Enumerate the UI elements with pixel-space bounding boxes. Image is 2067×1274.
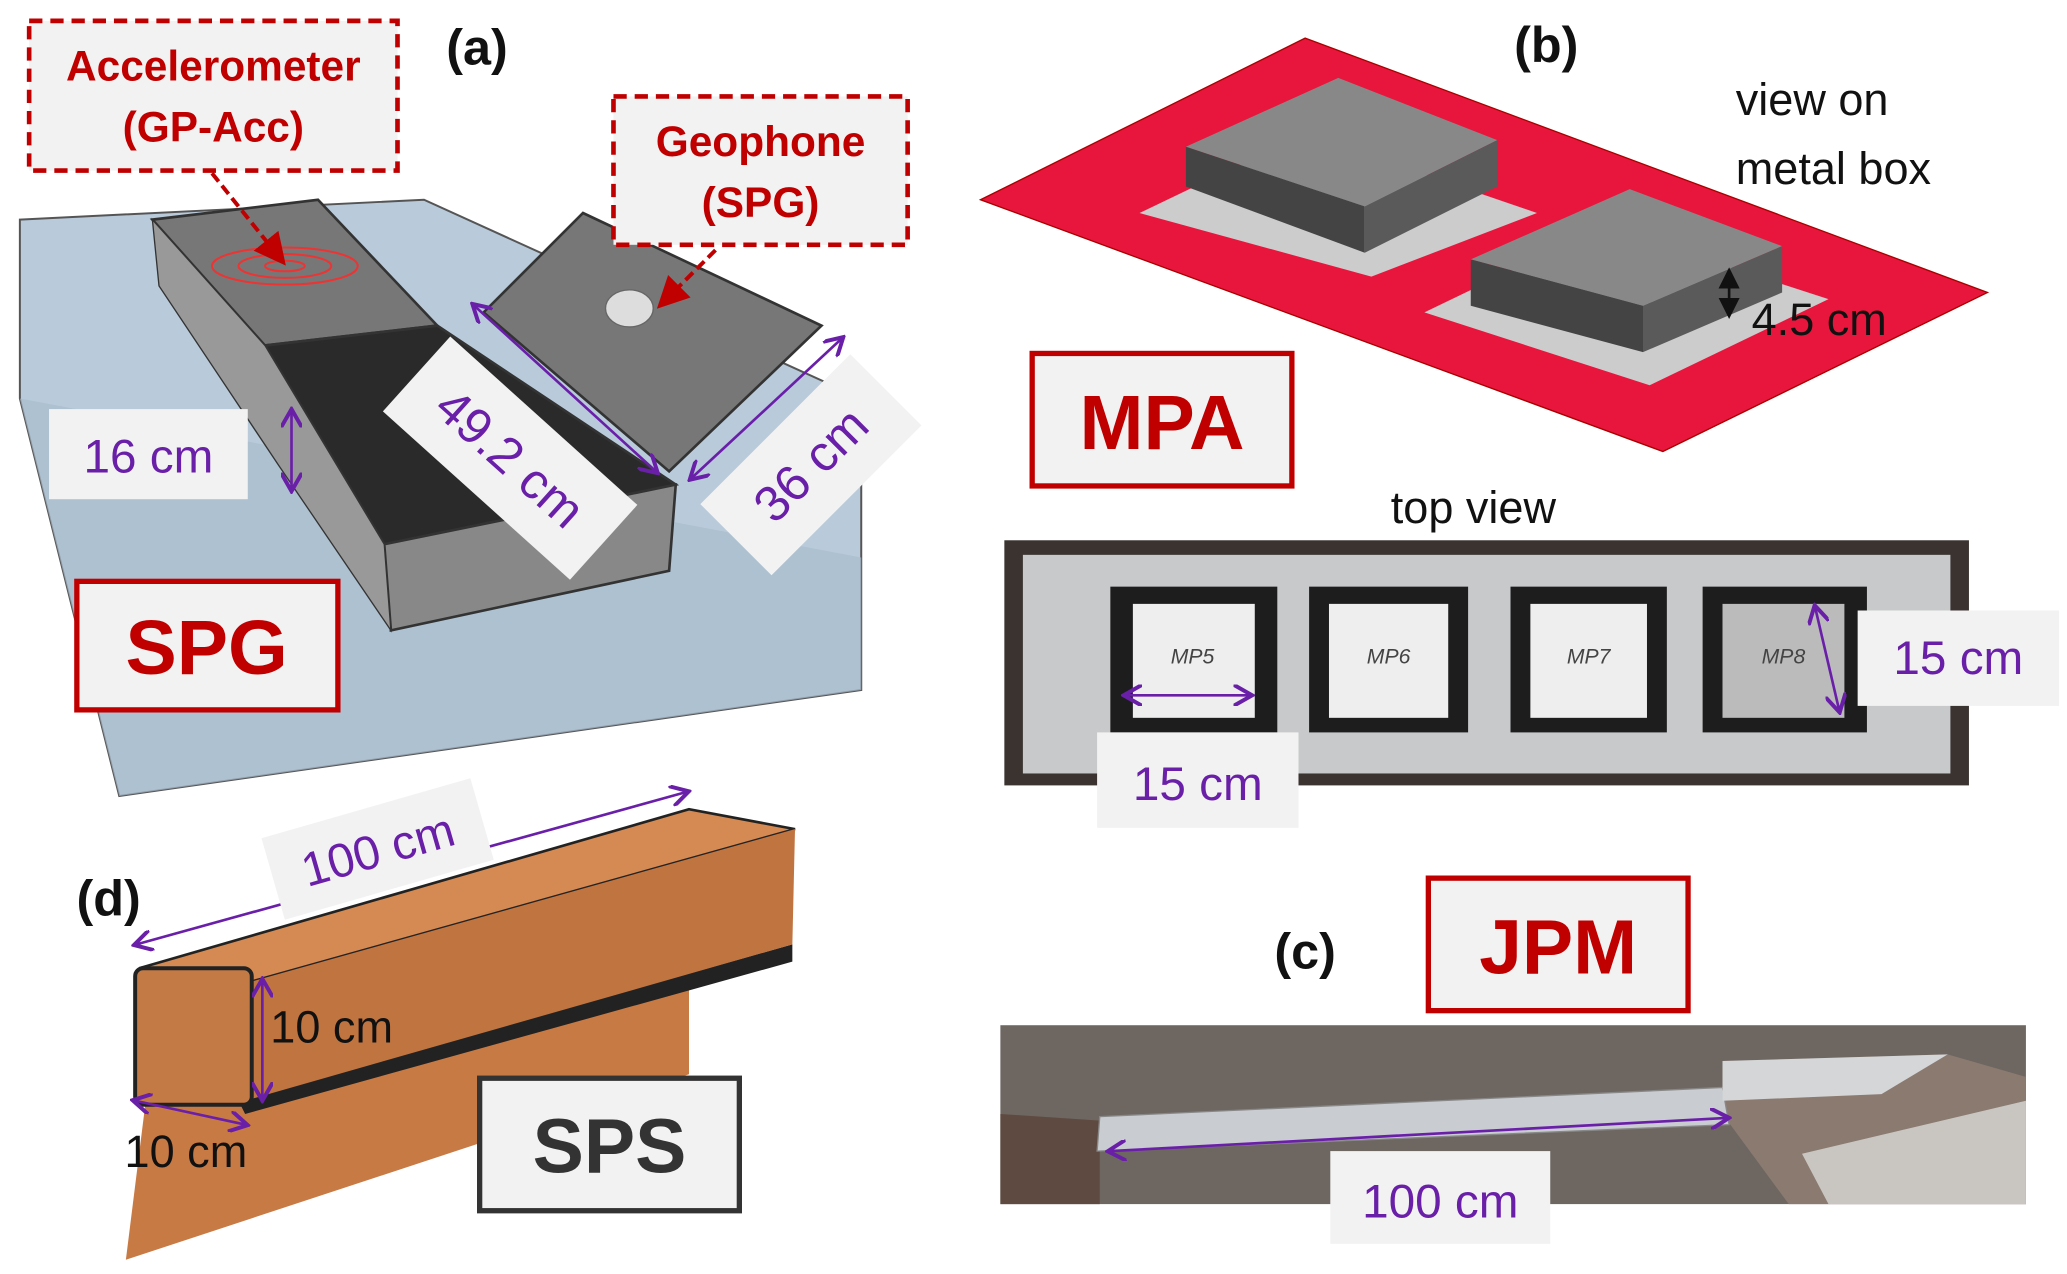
jpm-title-box bbox=[1425, 875, 1691, 1014]
panel-label-b: (b) bbox=[1514, 16, 1578, 73]
mpa-title: MPA bbox=[1079, 380, 1244, 466]
geophone-label: Geophone bbox=[656, 118, 866, 165]
top-view-label: top view bbox=[1391, 482, 1557, 533]
geophone-sensor bbox=[604, 289, 654, 328]
panel-b-mpa: 4.5 cm (b) view on metal box MPA top vie… bbox=[978, 16, 2060, 828]
plate-label: MP5 bbox=[1171, 645, 1215, 668]
jpm-title: JPM bbox=[1479, 905, 1637, 991]
jpm-dim-length-label: 100 cm bbox=[1362, 1175, 1518, 1228]
panel-a-spg: Accelerometer (GP-Acc) Geophone (SPG) (a… bbox=[18, 18, 922, 798]
accelerometer-callout bbox=[26, 18, 400, 173]
view-note-line1: view on bbox=[1736, 74, 1889, 125]
geophone-callout bbox=[611, 94, 910, 248]
plate-label: MP7 bbox=[1567, 645, 1612, 668]
panel-label-c: (c) bbox=[1274, 922, 1336, 979]
sps-title-box bbox=[477, 1075, 742, 1214]
accelerometer-sublabel: (GP-Acc) bbox=[123, 103, 304, 150]
view-note-line2: metal box bbox=[1736, 143, 1932, 194]
accelerometer-label: Accelerometer bbox=[66, 42, 361, 89]
spg-title-box bbox=[74, 578, 341, 713]
panel-c-jpm: (c) JPM 100 cm bbox=[1000, 875, 2026, 1244]
panel-label-a: (a) bbox=[446, 19, 508, 76]
dim-plate-height-label: 15 cm bbox=[1893, 632, 2023, 685]
plate-label: MP8 bbox=[1762, 645, 1806, 668]
dim-height-label: 16 cm bbox=[83, 431, 213, 484]
dim-plate-width-label: 15 cm bbox=[1133, 758, 1263, 811]
sps-dim-height-label: 10 cm bbox=[270, 1001, 393, 1052]
dim-box-height-label: 4.5 cm bbox=[1752, 294, 1887, 345]
sps-title: SPS bbox=[533, 1103, 687, 1189]
plate-label: MP6 bbox=[1367, 645, 1411, 668]
spg-title: SPG bbox=[126, 605, 288, 691]
geophone-sublabel: (SPG) bbox=[702, 179, 820, 226]
sps-beam-end bbox=[133, 966, 254, 1107]
panel-label-d: (d) bbox=[77, 869, 141, 926]
sps-dim-width-label: 10 cm bbox=[125, 1126, 248, 1177]
panel-d-sps: 100 cm (d) 10 cm 10 cm SPS bbox=[77, 778, 796, 1260]
mpa-title-box bbox=[1029, 350, 1295, 489]
